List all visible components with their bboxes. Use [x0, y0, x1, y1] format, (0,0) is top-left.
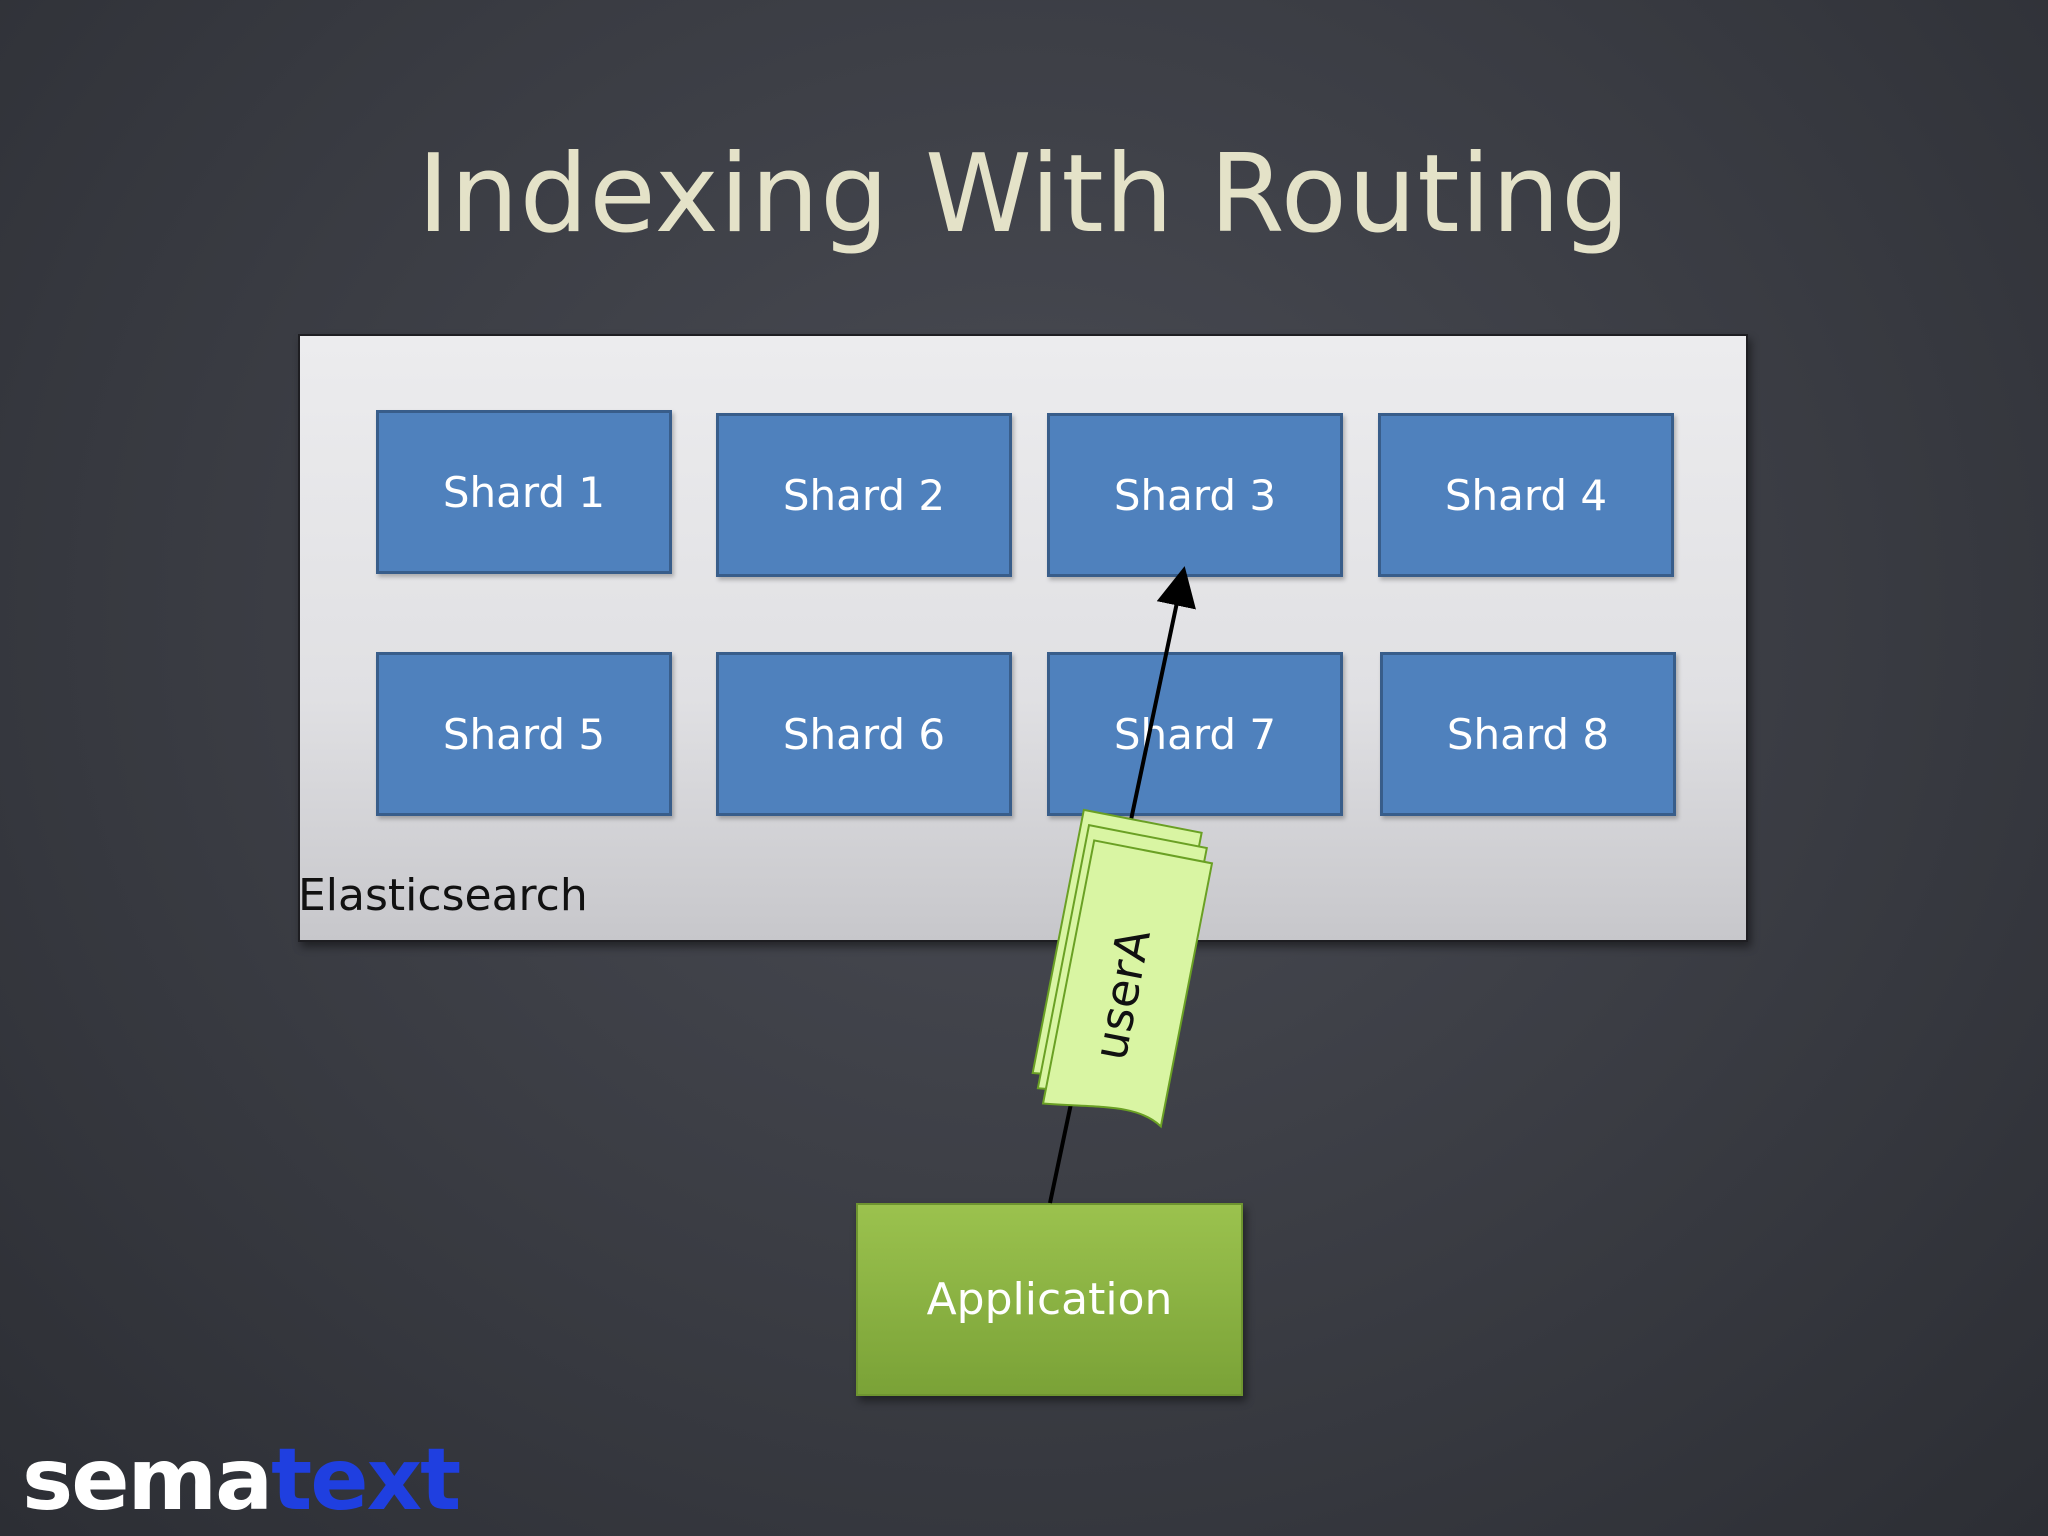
shard-3: Shard 3 — [1047, 413, 1343, 577]
application-box: Application — [856, 1203, 1243, 1396]
shard-2: Shard 2 — [716, 413, 1012, 577]
shard-5: Shard 5 — [376, 652, 672, 816]
shard-4: Shard 4 — [1378, 413, 1674, 577]
document-label: userA — [1083, 924, 1161, 1064]
shard-8: Shard 8 — [1380, 652, 1676, 816]
elasticsearch-label: Elasticsearch — [298, 870, 588, 921]
sematext-logo: sematext — [22, 1430, 461, 1530]
logo-part-text: text — [271, 1430, 461, 1530]
shard-1: Shard 1 — [376, 410, 672, 574]
shard-7: Shard 7 — [1047, 652, 1343, 816]
logo-part-sema: sema — [22, 1430, 273, 1530]
shard-6: Shard 6 — [716, 652, 1012, 816]
slide-title: Indexing With Routing — [417, 132, 1631, 257]
